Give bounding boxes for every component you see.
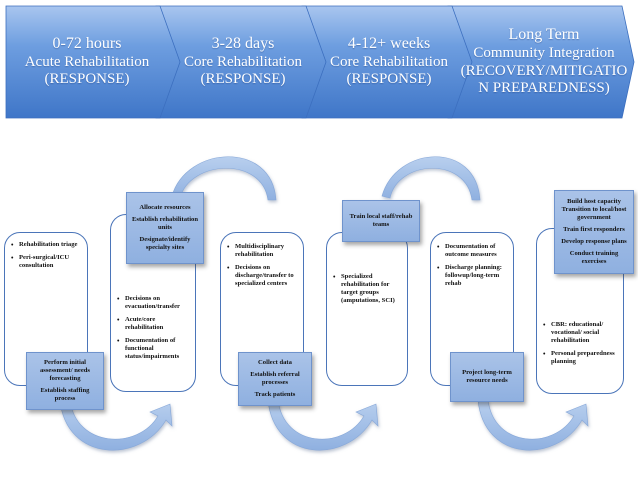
activity-item: Decisions on discharge/transfer to speci… xyxy=(227,264,298,288)
activity-item: Rehabilitation triage xyxy=(11,241,82,250)
activity-item: Personal preparedness planning xyxy=(543,350,618,366)
action-box-5: Project long-term resource needs xyxy=(450,352,524,402)
phase-stage-cont: N PREPAREDNESS) xyxy=(478,80,610,97)
phase-label-3: 4-12+ weeks Core Rehabilitation (RESPONS… xyxy=(318,6,460,118)
activity-item: Specialized rehabilitation for target gr… xyxy=(333,273,402,305)
cycle-arrow-lower-3 xyxy=(477,399,589,451)
activity-item: Documentation of functional status/impai… xyxy=(117,337,190,361)
action-item: Establish referral processes xyxy=(250,371,300,386)
action-item: Train first responders xyxy=(563,226,625,234)
activity-list: Specialized rehabilitation for target gr… xyxy=(333,273,402,305)
action-box-6: Build host capacity Transition to local/… xyxy=(554,190,634,274)
phase-stage: (RECOVERY/MITIGATIO xyxy=(460,62,628,79)
action-box-4: Train local staff/rehab teams xyxy=(342,200,420,242)
action-item: Designate/identify specialty sites xyxy=(139,235,191,251)
cycle-arrow-upper-1 xyxy=(171,156,277,201)
phase-title: Community Integration xyxy=(473,44,615,61)
action-item: Build host capacity Transition to local/… xyxy=(561,198,627,222)
action-item: Train local staff/rehab teams xyxy=(349,213,413,228)
activity-item: Discharge planning: followup/long-term r… xyxy=(437,264,508,288)
activity-item: Documentation of outcome measures xyxy=(437,243,508,259)
activity-item: CBR: educational/ vocational/ social reh… xyxy=(543,321,618,345)
action-box-3: Collect data Establish referral processe… xyxy=(238,352,312,406)
cycle-arrow-lower-1 xyxy=(59,399,173,451)
action-item: Collect data xyxy=(258,359,292,367)
phase-title: Acute Rehabilitation xyxy=(24,53,150,70)
phase-time: 4-12+ weeks xyxy=(347,34,431,52)
activity-list: Decisions on evacuation/transfer Acute/c… xyxy=(117,295,190,361)
activity-item: Acute/core rehabilitation xyxy=(117,316,190,332)
action-item: Allocate resources xyxy=(139,204,191,212)
action-item: Track patients xyxy=(254,390,296,398)
cycle-arrow-upper-2 xyxy=(381,156,481,201)
phase-time: 0-72 hours xyxy=(52,34,122,52)
phase-label-1: 0-72 hours Acute Rehabilitation (RESPONS… xyxy=(8,6,166,118)
phase-label-2: 3-28 days Core Rehabilitation (RESPONSE) xyxy=(172,6,314,118)
activity-list: Documentation of outcome measures Discha… xyxy=(437,243,508,288)
phase-stage: (RESPONSE) xyxy=(44,71,130,88)
activity-item: Peri-surgical/ICU consultation xyxy=(11,254,82,270)
phase-time: Long Term xyxy=(508,26,580,44)
action-box-2: Allocate resources Establish rehabilitat… xyxy=(126,192,204,264)
phase-time: 3-28 days xyxy=(211,34,275,52)
phase-stage: (RESPONSE) xyxy=(200,71,286,88)
cycle-arrow-lower-2 xyxy=(267,399,379,451)
action-item: Establish staffing process xyxy=(40,386,90,402)
action-item: Conduct training exercises xyxy=(569,249,619,265)
action-item: Project long-term resource needs xyxy=(462,369,512,384)
activity-list: CBR: educational/ vocational/ social reh… xyxy=(543,321,618,366)
phase-stage: (RESPONSE) xyxy=(346,71,432,88)
activity-item: Multidisciplinary rehabilitation xyxy=(227,243,298,259)
action-box-1: Perform initial assessment/ needs foreca… xyxy=(26,352,104,410)
action-item: Perform initial assessment/ needs foreca… xyxy=(39,359,90,383)
activity-list: Multidisciplinary rehabilitation Decisio… xyxy=(227,243,298,288)
activity-list: Rehabilitation triage Peri-surgical/ICU … xyxy=(11,241,82,270)
activity-item: Decisions on evacuation/transfer xyxy=(117,295,190,311)
action-item: Develop response plans xyxy=(561,237,627,245)
phase-title: Core Rehabilitation xyxy=(330,53,448,70)
action-item: Establish rehabilitation units xyxy=(131,216,198,232)
phase-label-4: Long Term Community Integration (RECOVER… xyxy=(461,6,628,118)
activity-box-4: Specialized rehabilitation for target gr… xyxy=(326,232,408,386)
phase-chevron-1 xyxy=(5,5,181,119)
phase-title: Core Rehabilitation xyxy=(184,53,302,70)
